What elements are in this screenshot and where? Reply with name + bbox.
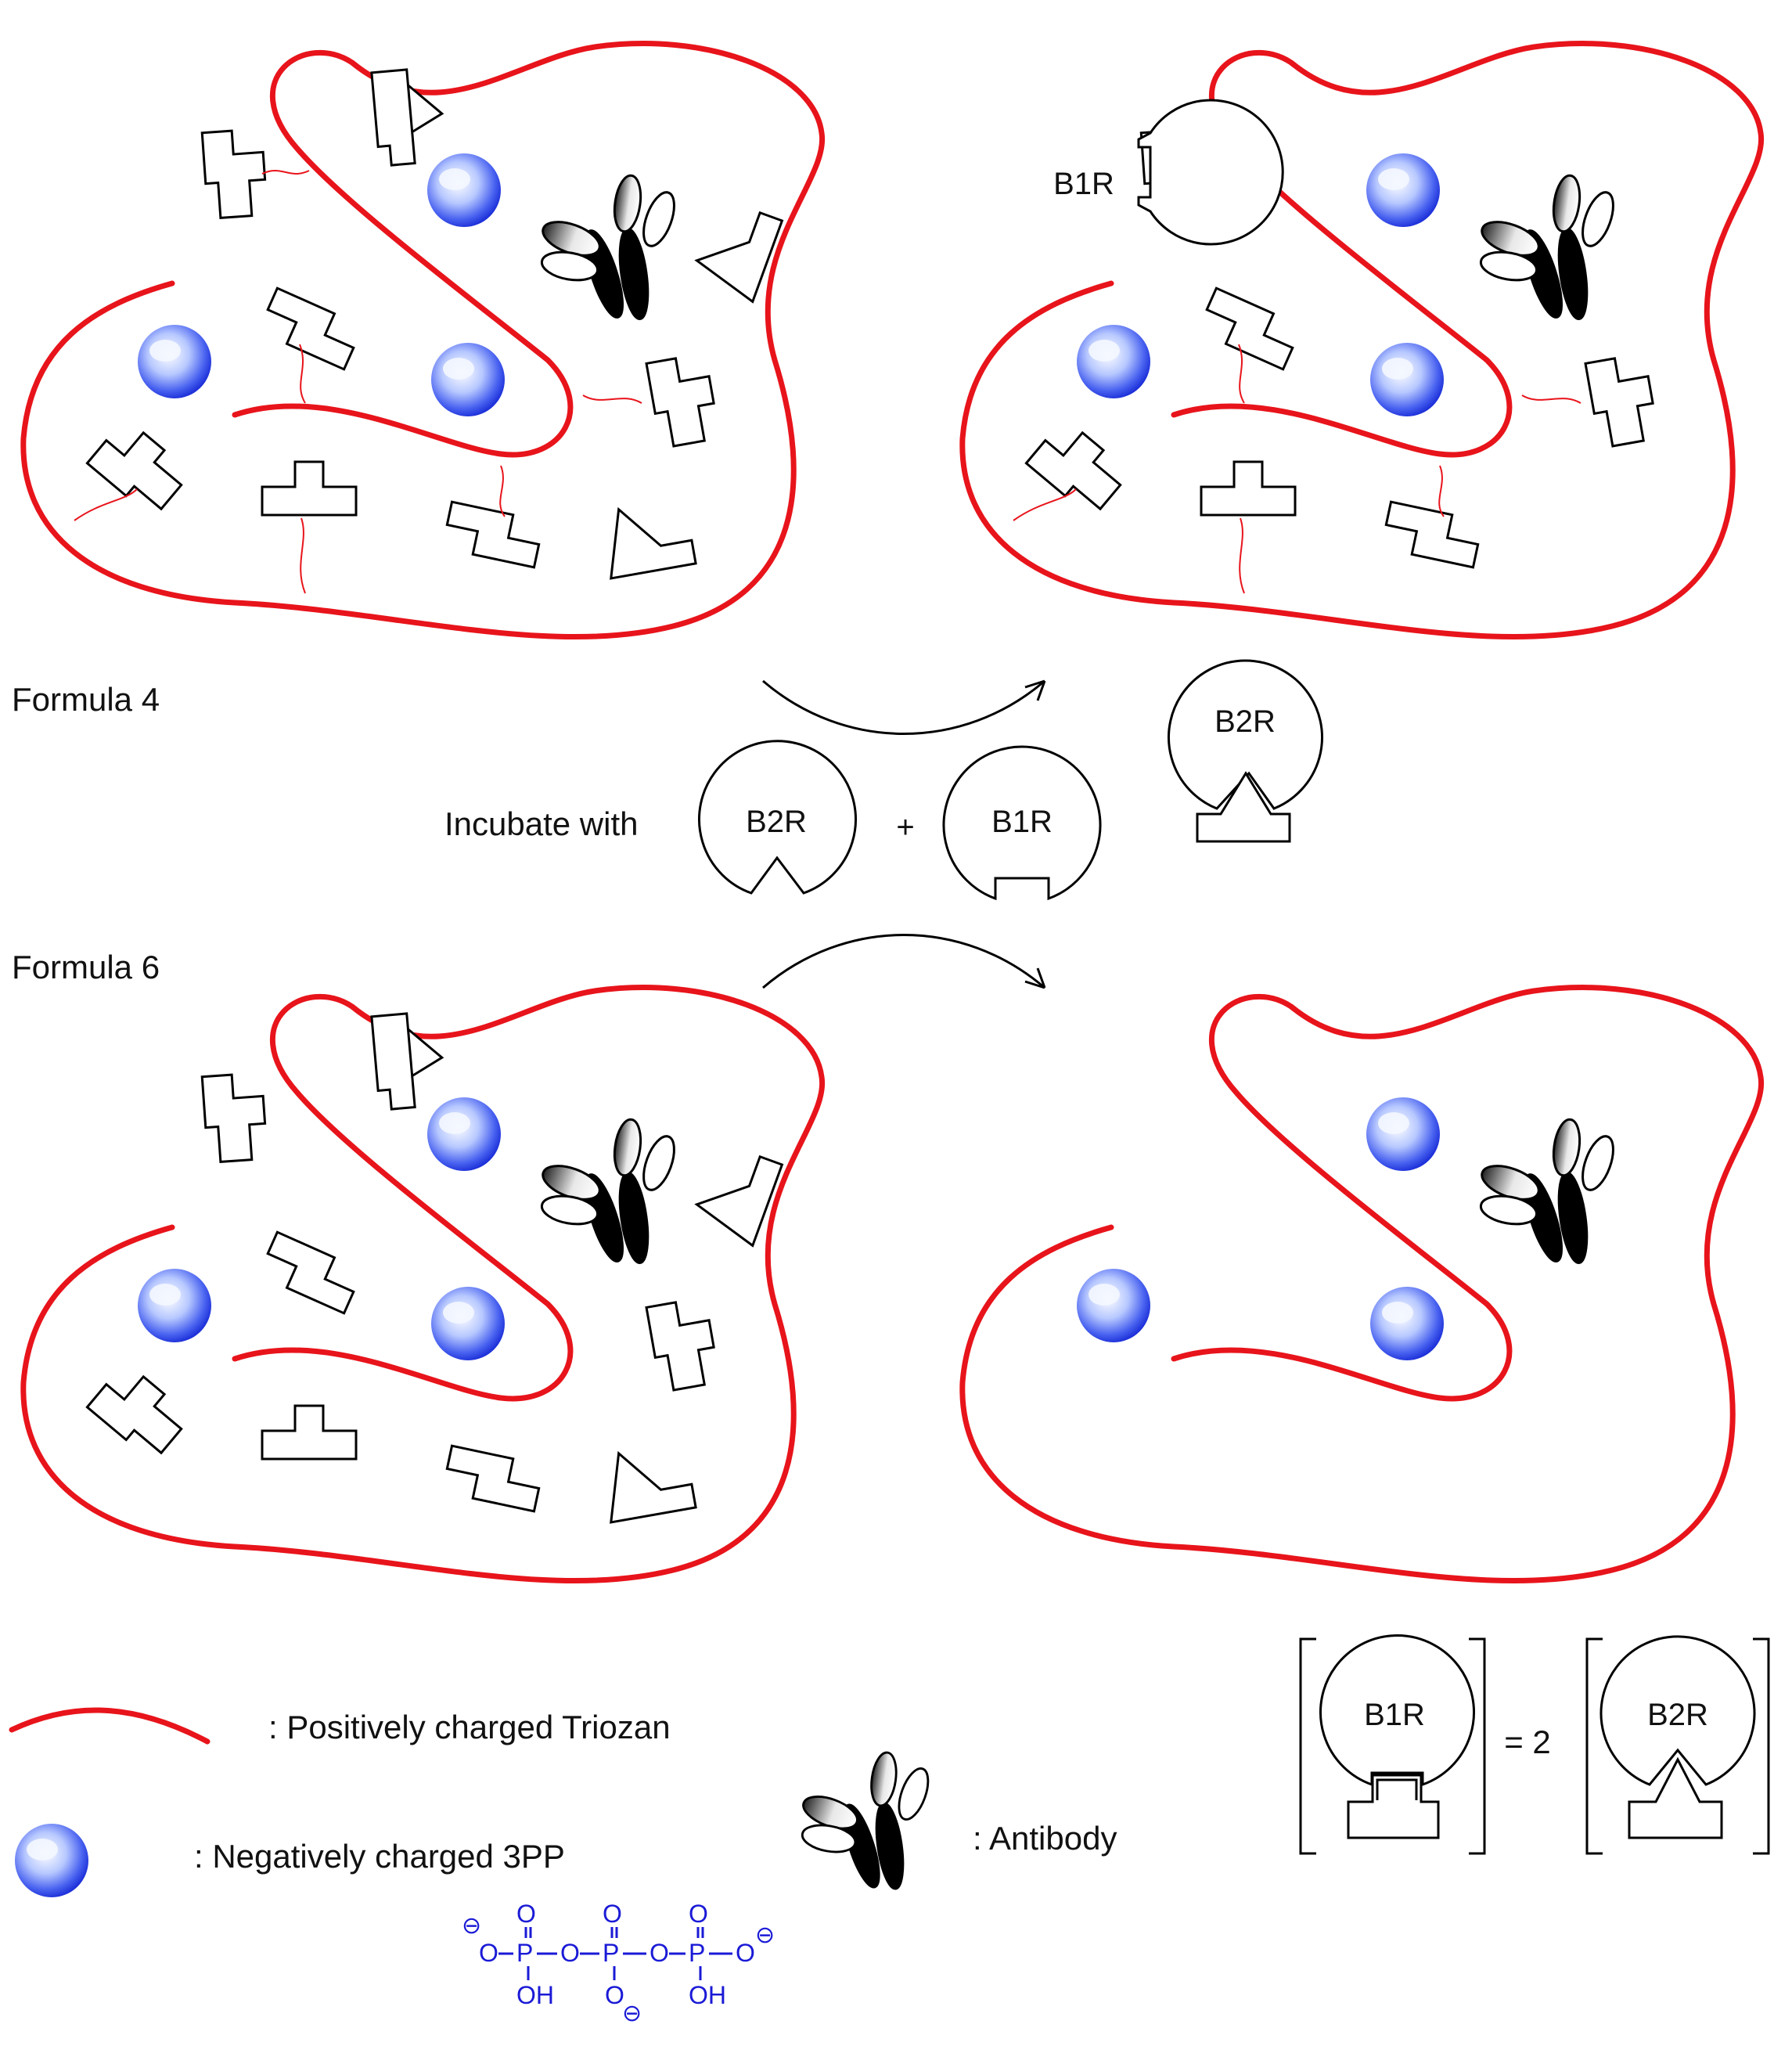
oxygen-atom: O [560, 1939, 580, 1967]
legend-antibody-icon [797, 1749, 935, 1893]
b-shape [200, 127, 269, 221]
triozan-chain [20, 985, 826, 1584]
oxygen-atom: O [603, 1900, 622, 1928]
triozan-chain [959, 41, 1765, 640]
hydroxyl-group: OH [689, 1981, 726, 2009]
charge-symbol: ⊖ [755, 1922, 775, 1948]
b-shape [1196, 286, 1304, 371]
b-shape [1200, 460, 1297, 517]
b-shape [441, 500, 545, 569]
3pp-sphere [427, 153, 501, 227]
antibody [1476, 172, 1621, 322]
b-shape [598, 1440, 697, 1524]
3pp-sphere [1370, 343, 1444, 416]
incubate-label: Incubate with [444, 805, 639, 842]
plus-sign: + [896, 810, 914, 845]
phosphorus-atom: P [603, 1939, 619, 1967]
phosphorus-atom: P [689, 1939, 705, 1967]
3pp-sphere [1366, 1097, 1440, 1171]
hydroxyl-group: OH [516, 1981, 554, 2009]
b-shape [645, 351, 721, 450]
3pp-sphere [1370, 1287, 1444, 1360]
charge-symbol: ⊖ [622, 2001, 642, 2026]
formula4-label: Formula 4 [12, 681, 160, 718]
b1r-receptor-bound: B1R [1053, 99, 1284, 246]
b2r-receptor-bound: B2R [1168, 659, 1323, 843]
antibody [537, 1116, 682, 1266]
oxygen-atom: O [736, 1939, 755, 1967]
b1r-label: B1R [1364, 1698, 1425, 1732]
oxygen-atom: O [605, 1981, 624, 2009]
3pp-sphere [427, 1097, 501, 1171]
oxygen-atom: O [479, 1939, 498, 1967]
oxygen-atom: O [689, 1900, 708, 1928]
b-shape [441, 1444, 545, 1513]
b-shape [257, 1230, 365, 1315]
antibody [1476, 1116, 1621, 1266]
antibody [537, 172, 682, 322]
b2r-label: B2R [1647, 1698, 1708, 1732]
receptor-equation: B1R = 2 B2R [1299, 1634, 1770, 1855]
b-shape [200, 1071, 269, 1165]
3pp-sphere [1077, 325, 1150, 398]
b2r-label: B2R [746, 805, 807, 839]
b-shape [1380, 500, 1484, 569]
b-shape [85, 1360, 193, 1464]
b2r-receptor-free: B2R [698, 740, 857, 895]
oxygen-atom: O [650, 1939, 669, 1967]
b-shape [261, 1404, 358, 1461]
triozan-chain [959, 985, 1765, 1584]
3pp-sphere [1366, 153, 1440, 227]
reaction-arrow-bottom [762, 934, 1045, 989]
3pp-sphere [138, 325, 211, 398]
b-shape [1584, 351, 1661, 450]
panel-formula4-after: B1R [959, 41, 1765, 640]
b2r-label: B2R [1214, 704, 1276, 739]
3pp-sphere [1077, 1269, 1150, 1342]
b-shape [370, 1009, 448, 1111]
b1r-receptor-free: B1R [942, 745, 1102, 901]
legend-triozan-label: : Positively charged Triozan [268, 1709, 671, 1745]
panel-formula4-before [20, 41, 826, 640]
oxygen-atom: O [516, 1900, 536, 1928]
b-shape [1024, 416, 1132, 520]
b-shape [85, 416, 193, 520]
legend-3pp-sphere [15, 1824, 88, 1897]
formula6-label: Formula 6 [12, 949, 160, 985]
equals-two-label: = 2 [1504, 1724, 1551, 1760]
b-shape [257, 286, 365, 371]
panel-formula6-before [20, 985, 826, 1584]
b-shape [261, 460, 358, 517]
triozan-chain [20, 41, 826, 640]
b-shape [370, 65, 448, 167]
charge-symbol: ⊖ [462, 1913, 481, 1939]
panel-formula6-after [959, 985, 1765, 1584]
legend-antibody-label: : Antibody [973, 1820, 1117, 1857]
b1r-label: B1R [991, 805, 1053, 839]
b-shape [645, 1295, 721, 1394]
3pp-sphere [431, 343, 505, 416]
3pp-sphere [138, 1269, 211, 1342]
legend-triozan-line [9, 1707, 211, 1745]
reaction-arrow-top [762, 679, 1045, 735]
3pp-chemical-structure: ⊖ O P O OH O P O O ⊖ O P O OH O ⊖ [462, 1900, 775, 2026]
b-shape [598, 496, 697, 580]
b1r-label: B1R [1053, 167, 1114, 201]
legend-3pp-label: : Negatively charged 3PP [194, 1838, 565, 1875]
phosphorus-atom: P [516, 1939, 533, 1967]
3pp-sphere [431, 1287, 505, 1360]
